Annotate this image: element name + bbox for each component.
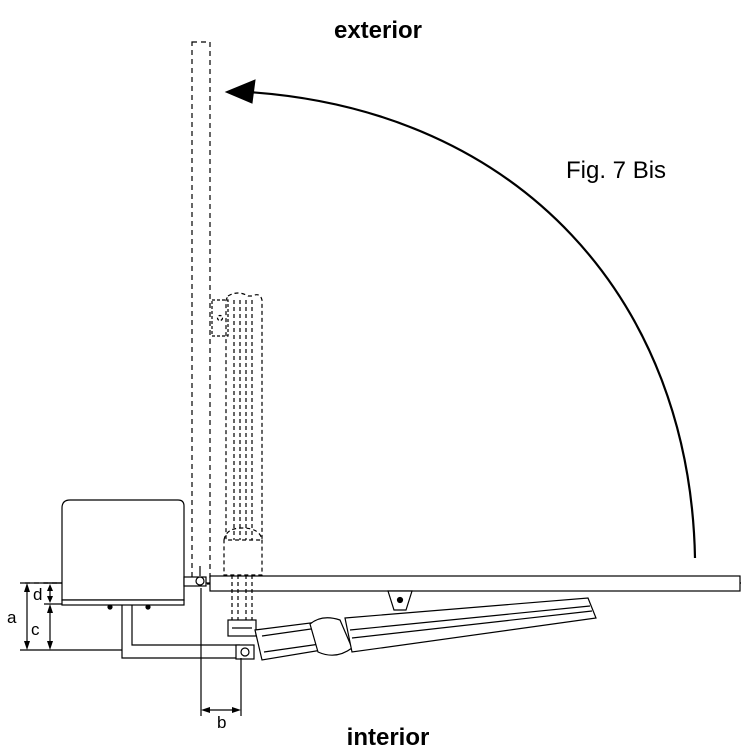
dimension-c: c [31, 603, 62, 650]
arc-arrow-icon [224, 79, 256, 104]
dimension-d-label: d [33, 585, 42, 604]
actuator-open [223, 292, 263, 620]
front-bracket [387, 590, 413, 611]
pillar-base [61, 599, 185, 606]
dimension-b-label: b [217, 713, 226, 732]
gate-leaf-closed [209, 575, 741, 592]
actuator-closed [235, 597, 597, 661]
dimension-a: a [7, 582, 122, 651]
dimension-b: b [200, 588, 242, 732]
bracket-open [211, 299, 229, 337]
figure-caption: Fig. 7 Bis [566, 157, 666, 184]
pillar [61, 499, 185, 601]
rear-bracket [121, 605, 240, 659]
dimension-c-label: c [31, 620, 40, 639]
interior-label: interior [347, 724, 430, 751]
gate-leaf-open [191, 41, 211, 585]
exterior-label: exterior [334, 17, 422, 44]
actuator-open-base [227, 619, 257, 637]
hinge [183, 566, 207, 587]
dimension-a-label: a [7, 608, 17, 627]
dimension-d: d [33, 582, 62, 604]
opening-arc [224, 79, 697, 559]
